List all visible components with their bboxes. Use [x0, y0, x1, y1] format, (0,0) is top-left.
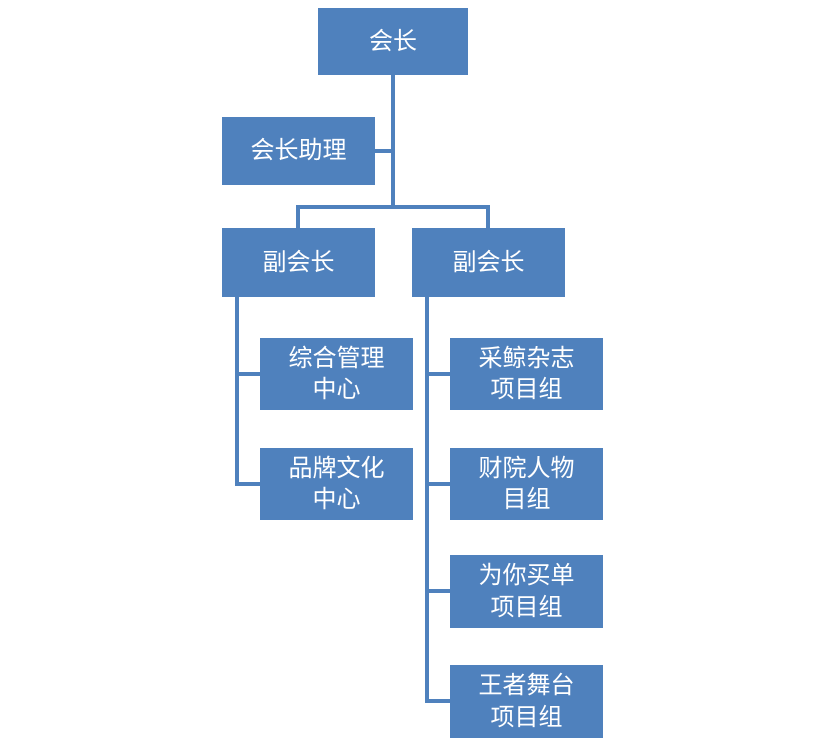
connector-right-stub-2: [425, 482, 450, 486]
org-node-dept-label: 综合管理 中心: [288, 343, 385, 403]
org-node-project-label: 财院人物 目组: [478, 453, 575, 513]
org-node-project-label: 采鲸杂志 项目组: [478, 343, 575, 403]
connector-right-stub-3: [425, 589, 450, 593]
org-node-project-people: 财院人物 目组: [450, 448, 603, 520]
org-node-vp-right: 副会长: [412, 228, 565, 297]
org-node-assistant-label: 会长助理: [250, 136, 347, 165]
org-node-project-pay-for-you: 为你买单 项目组: [450, 555, 603, 628]
connector-right-stub-1: [425, 372, 450, 376]
org-node-assistant: 会长助理: [222, 117, 375, 185]
connector-vp-right-drop: [486, 205, 490, 228]
connector-left-stub-2: [235, 482, 260, 486]
connector-split-horizontal: [296, 205, 490, 209]
connector-vp-left-drop: [296, 205, 300, 228]
org-node-dept-brand-culture-center: 品牌文化 中心: [260, 448, 413, 520]
org-node-president-label: 会长: [369, 26, 417, 55]
org-node-dept-management-center: 综合管理 中心: [260, 338, 413, 410]
connector-right-hang-vertical: [425, 297, 429, 703]
org-node-project-label: 为你买单 项目组: [478, 561, 575, 621]
connector-president-down: [391, 75, 395, 208]
org-node-vp-left: 副会长: [222, 228, 375, 297]
connector-left-hang-vertical: [235, 297, 239, 486]
org-node-project-magazine: 采鲸杂志 项目组: [450, 338, 603, 410]
org-node-vp-left-label: 副会长: [262, 247, 335, 276]
org-node-dept-label: 品牌文化 中心: [288, 453, 385, 513]
org-node-president: 会长: [318, 8, 468, 75]
connector-assistant-stub: [375, 149, 393, 153]
org-node-project-label: 王者舞台 项目组: [478, 671, 575, 731]
connector-right-stub-4: [425, 699, 450, 703]
org-node-vp-right-label: 副会长: [452, 247, 525, 276]
org-node-project-king-stage: 王者舞台 项目组: [450, 665, 603, 738]
connector-left-stub-1: [235, 372, 260, 376]
